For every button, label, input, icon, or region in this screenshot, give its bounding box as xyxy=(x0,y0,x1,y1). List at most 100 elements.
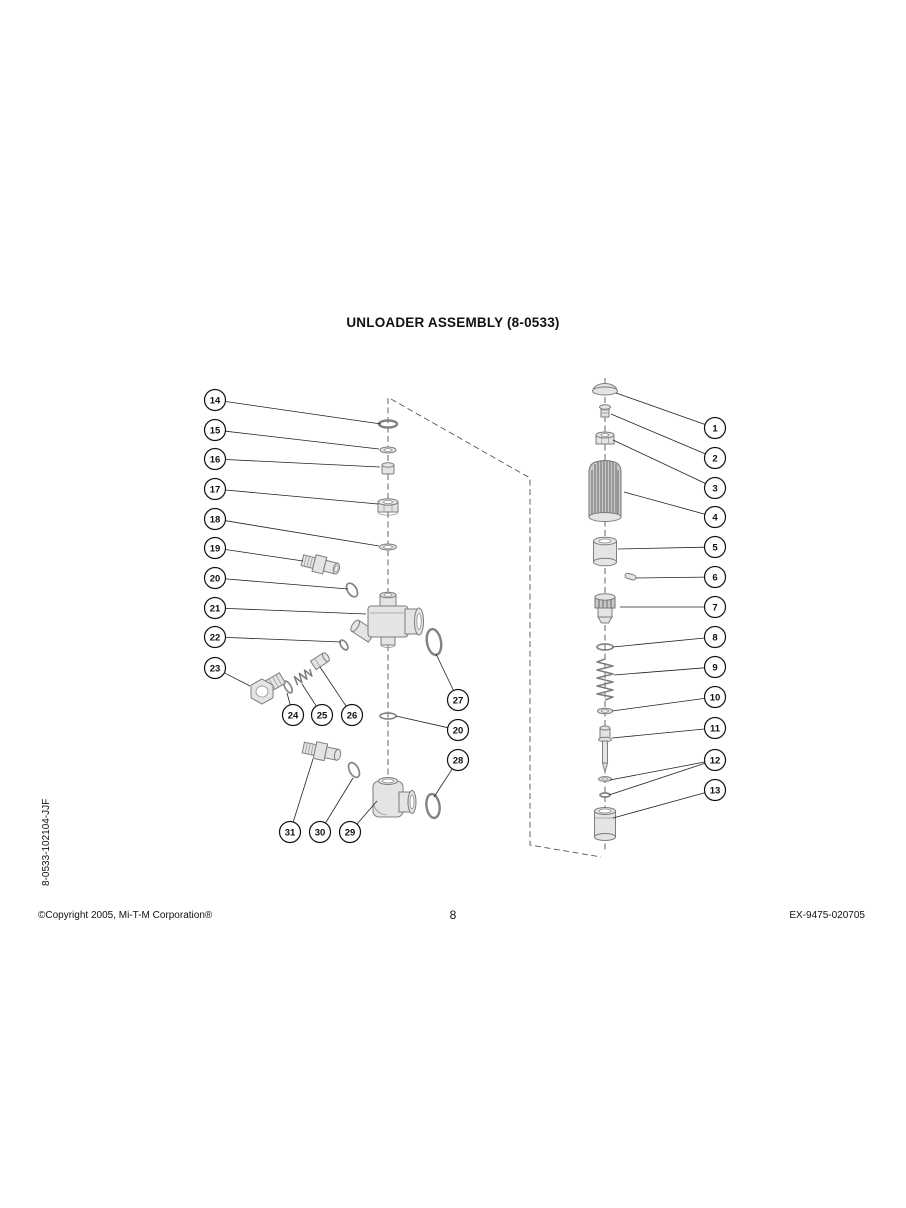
callout-number-3: 3 xyxy=(712,483,717,494)
leader-line-4 xyxy=(623,491,706,515)
part-27-oring xyxy=(425,627,443,657)
leader-line-13 xyxy=(612,792,706,819)
part-10-washer xyxy=(597,707,613,715)
leader-line-12 xyxy=(609,761,705,781)
callout-number-12: 12 xyxy=(710,755,721,766)
callout-number-26: 26 xyxy=(347,710,358,721)
part-7-adjusting-nut xyxy=(594,593,616,624)
callout-balloon-2 xyxy=(703,446,727,470)
part-5-piston-guide xyxy=(593,536,617,567)
part-28-oring xyxy=(425,792,441,820)
callout-number-20: 20 xyxy=(453,725,464,736)
leader-line-22 xyxy=(225,637,342,643)
leader-line-15 xyxy=(225,430,380,450)
right-assembly xyxy=(588,383,637,841)
callout-number-22: 22 xyxy=(210,632,221,643)
leader-line-6 xyxy=(635,576,705,579)
leader-line-9 xyxy=(613,667,705,676)
callout-balloon-19 xyxy=(203,536,227,560)
callout-number-24: 24 xyxy=(288,710,299,721)
leader-line-8 xyxy=(612,637,705,648)
part-12-washer xyxy=(598,776,612,782)
callout-balloon-1 xyxy=(703,416,727,440)
callout-number-28: 28 xyxy=(453,755,464,766)
callout-number-13: 13 xyxy=(710,785,721,796)
callout-number-7: 7 xyxy=(712,602,717,613)
callout-number-16: 16 xyxy=(210,454,221,465)
callout-number-29: 29 xyxy=(345,827,356,838)
leader-line-18 xyxy=(225,520,380,547)
callout-number-10: 10 xyxy=(710,692,721,703)
callout-balloon-9 xyxy=(703,655,727,679)
callout-balloon-29 xyxy=(338,820,362,844)
callout-balloon-16 xyxy=(203,447,227,471)
leader-line-29 xyxy=(356,800,378,825)
leader-line-20 xyxy=(225,578,349,590)
page-title: UNLOADER ASSEMBLY (8-0533) xyxy=(346,315,560,330)
leader-line-31 xyxy=(292,758,314,823)
callout-balloon-30 xyxy=(308,820,332,844)
leader-line-25 xyxy=(301,683,317,707)
callout-number-1: 1 xyxy=(712,423,718,434)
callout-number-9: 9 xyxy=(712,662,717,673)
leader-line-23 xyxy=(224,672,251,687)
callout-balloon-25 xyxy=(310,703,334,727)
part-4-knob xyxy=(588,460,622,522)
callout-number-5: 5 xyxy=(712,542,718,553)
callout-number-27: 27 xyxy=(453,695,464,706)
leader-line-27 xyxy=(435,653,454,691)
part-16-plug xyxy=(381,462,395,475)
part-14-oring xyxy=(377,419,399,429)
part-20-oring-upper xyxy=(345,582,359,598)
callout-balloon-20 xyxy=(203,566,227,590)
callout-number-2: 2 xyxy=(712,453,717,464)
part-21-manifold-body xyxy=(350,591,424,648)
part-15-washer xyxy=(379,446,397,454)
callout-balloon-3 xyxy=(703,476,727,500)
leader-line-17 xyxy=(225,489,379,505)
callout-balloon-20 xyxy=(446,718,470,742)
callout-balloon-10 xyxy=(703,685,727,709)
leader-line-3 xyxy=(612,439,706,484)
part-6-pin xyxy=(624,572,637,581)
callout-number-30: 30 xyxy=(315,827,326,838)
leader-line-11 xyxy=(611,728,705,739)
document-number: EX-9475-020705 xyxy=(789,910,865,921)
copyright-text: ©Copyright 2005, Mi-T-M Corporation® xyxy=(38,910,213,921)
part-2-screw xyxy=(599,404,611,418)
callout-number-11: 11 xyxy=(710,723,721,734)
callout-balloon-31 xyxy=(278,820,302,844)
leader-line-26 xyxy=(319,666,347,707)
leader-line-21 xyxy=(225,608,367,615)
part-25-spring xyxy=(293,668,313,686)
callout-number-19: 19 xyxy=(210,543,221,554)
part-17-nut xyxy=(377,498,399,516)
callout-number-17: 17 xyxy=(210,484,221,495)
part-29-elbow-body xyxy=(372,777,417,818)
part-9-spring xyxy=(596,658,614,701)
callout-balloon-12 xyxy=(703,748,727,772)
part-31-barb-fitting xyxy=(301,741,342,762)
callout-balloon-4 xyxy=(703,505,727,529)
part-18-washer xyxy=(379,543,397,551)
part-23-hex-plug xyxy=(250,672,287,705)
part-11-valve-stem xyxy=(598,725,612,774)
leader-line-30 xyxy=(325,777,354,824)
callout-number-31: 31 xyxy=(285,827,296,838)
callout-balloon-8 xyxy=(703,625,727,649)
callout-balloon-11 xyxy=(703,716,727,740)
leader-line-20 xyxy=(395,715,448,729)
part-3-nut xyxy=(595,431,615,445)
callout-number-25: 25 xyxy=(317,710,328,721)
callout-balloon-6 xyxy=(703,565,727,589)
leader-line-14 xyxy=(225,401,382,425)
callout-balloon-17 xyxy=(203,477,227,501)
leader-line-2 xyxy=(610,413,706,455)
leader-line-24 xyxy=(286,692,291,706)
callout-balloon-23 xyxy=(203,656,227,680)
left-assembly xyxy=(250,419,443,820)
callout-balloon-21 xyxy=(203,596,227,620)
part-13-seat xyxy=(594,807,616,841)
